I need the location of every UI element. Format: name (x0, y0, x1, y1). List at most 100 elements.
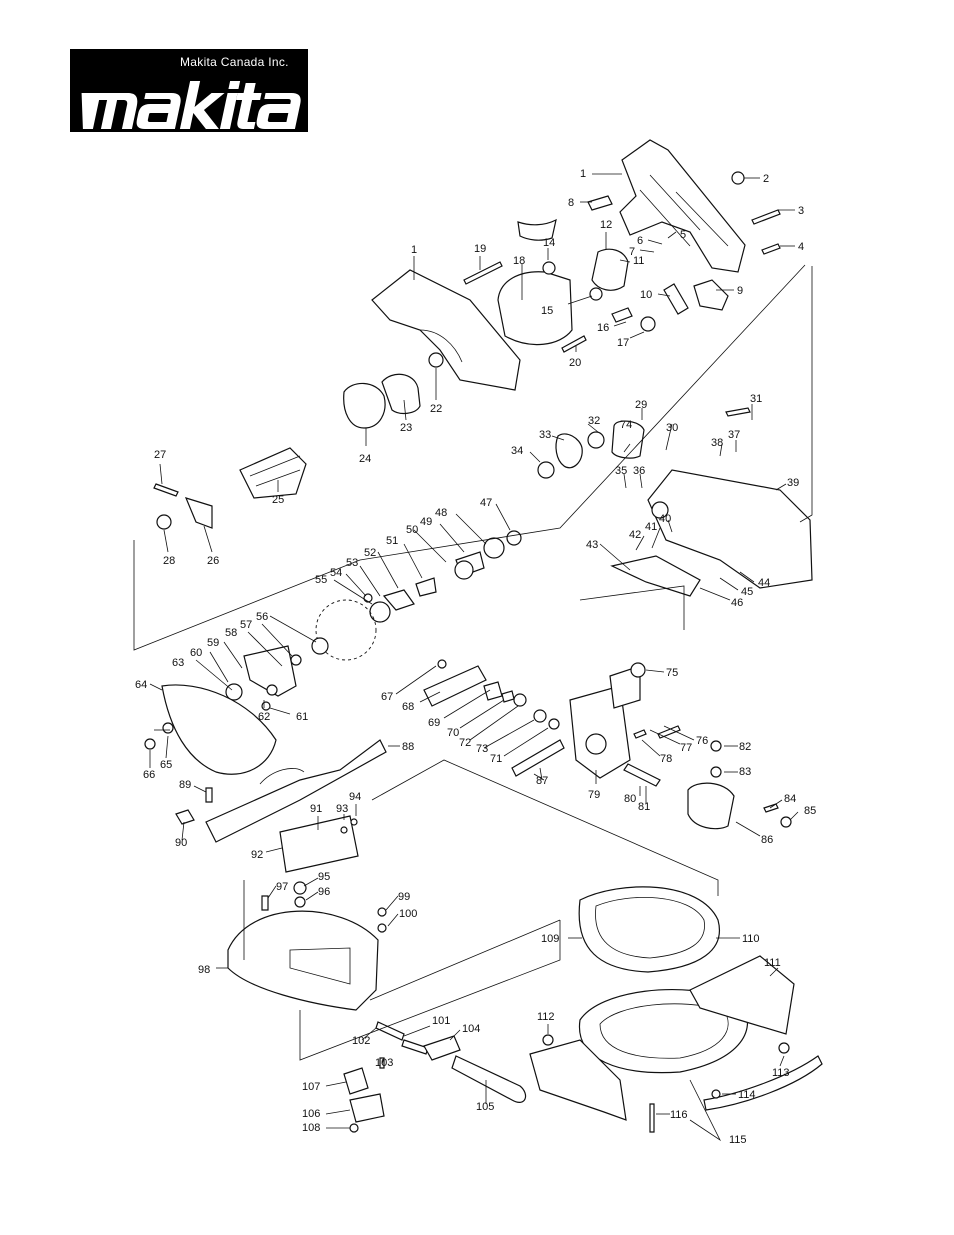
part-label: 39 (787, 477, 799, 489)
turntable-drawing (529, 886, 823, 1133)
part-label: 18 (513, 255, 525, 267)
makita-logo: Makita Canada Inc. (70, 49, 308, 132)
lower-guard-drawing (144, 684, 277, 775)
part-label: 3 (798, 205, 804, 217)
part-label: 50 (406, 524, 418, 536)
part-label: 114 (738, 1089, 756, 1101)
small-parts-left-drawing (153, 483, 213, 530)
part-label: 58 (225, 627, 237, 639)
part-label: 91 (310, 803, 322, 815)
makita-wordmark (81, 81, 301, 129)
part-label: 69 (428, 717, 440, 729)
fence-drawing (175, 739, 387, 843)
part-label: 28 (163, 555, 175, 567)
handle-assembly-drawing (619, 139, 746, 273)
part-label: 30 (666, 422, 678, 434)
part-label: 26 (207, 555, 219, 567)
part-label: 94 (349, 791, 361, 803)
logo-company-name: Makita Canada Inc. (180, 55, 289, 69)
gear-case-drawing (537, 407, 813, 597)
part-label: 7 (629, 246, 635, 258)
part-label: 24 (359, 453, 371, 465)
part-label: 68 (402, 701, 414, 713)
part-label: 55 (315, 574, 327, 586)
switch-parts-drawing (587, 195, 729, 332)
part-label: 80 (624, 793, 636, 805)
part-label: 107 (302, 1081, 320, 1093)
part-label: 46 (731, 597, 743, 609)
part-label: 96 (318, 886, 330, 898)
part-label: 54 (330, 567, 342, 579)
part-label: 84 (784, 793, 796, 805)
part-label: 82 (739, 741, 751, 753)
part-label: 40 (659, 513, 671, 525)
part-label: 61 (296, 711, 308, 723)
part-label: 2 (763, 173, 769, 185)
part-label: 29 (635, 399, 647, 411)
part-label: 22 (430, 403, 442, 415)
part-label: 20 (569, 357, 581, 369)
part-label: 92 (251, 849, 263, 861)
part-label: 86 (761, 834, 773, 846)
part-label: 32 (588, 415, 600, 427)
part-label: 44 (758, 577, 770, 589)
part-label: 109 (541, 933, 559, 945)
screw-4-drawing (761, 243, 781, 255)
part-label: 72 (459, 737, 471, 749)
part-label: 35 (615, 465, 627, 477)
part-label: 36 (633, 465, 645, 477)
part-label: 52 (364, 547, 376, 559)
part-label: 110 (742, 933, 760, 945)
part-label: 85 (804, 805, 816, 817)
part-label: 59 (207, 637, 219, 649)
part-label: 106 (302, 1108, 320, 1120)
part-label: 41 (645, 521, 657, 533)
part-label: 70 (447, 727, 459, 739)
part-label: 15 (541, 305, 553, 317)
part-label: 53 (346, 557, 358, 569)
leader-lines (149, 173, 799, 1129)
part-label: 108 (302, 1122, 320, 1134)
part-label: 67 (381, 691, 393, 703)
base-drawing (227, 881, 387, 1011)
part-label: 66 (143, 769, 155, 781)
part-label: 105 (476, 1101, 494, 1113)
part-label: 64 (135, 679, 147, 691)
lock-parts-drawing (343, 1021, 527, 1133)
part-label: 1 (411, 244, 417, 256)
part-label: 63 (172, 657, 184, 669)
part-label: 45 (741, 586, 753, 598)
part-label: 62 (258, 711, 270, 723)
part-label: 87 (536, 775, 548, 787)
part-label: 47 (480, 497, 492, 509)
part-label: 74 (620, 419, 632, 431)
part-label: 19 (474, 243, 486, 255)
part-label: 48 (435, 507, 447, 519)
part-label: 25 (272, 494, 284, 506)
part-label: 79 (588, 789, 600, 801)
part-label: 73 (476, 743, 488, 755)
part-label: 95 (318, 871, 330, 883)
part-label: 49 (420, 516, 432, 528)
part-label: 27 (154, 449, 166, 461)
part-label: 98 (198, 964, 210, 976)
part-label: 71 (490, 753, 502, 765)
part-label: 31 (750, 393, 762, 405)
part-label: 37 (728, 429, 740, 441)
part-label: 115 (729, 1134, 747, 1146)
part-label: 34 (511, 445, 523, 457)
part-label: 97 (276, 881, 288, 893)
part-label: 102 (352, 1035, 370, 1047)
part-label: 78 (660, 753, 672, 765)
part-label: 1 (580, 168, 586, 180)
part-label: 81 (638, 801, 650, 813)
part-label: 38 (711, 437, 723, 449)
part-label: 83 (739, 766, 751, 778)
part-label: 77 (680, 742, 692, 754)
part-label: 9 (737, 285, 743, 297)
part-label: 90 (175, 837, 187, 849)
part-label: 76 (696, 735, 708, 747)
part-label: 101 (432, 1015, 450, 1027)
part-label: 14 (543, 237, 555, 249)
part-label: 42 (629, 529, 641, 541)
